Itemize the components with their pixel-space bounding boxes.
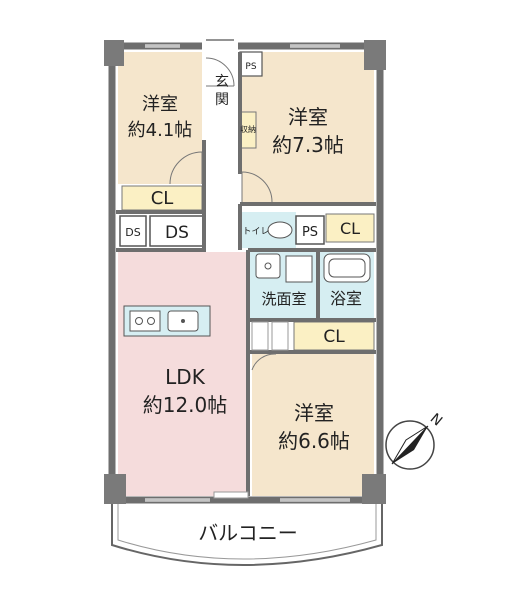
window-frames: [145, 45, 350, 501]
balcony-inner-rail: [117, 500, 377, 560]
closet-se: [293, 321, 375, 351]
ds-small-label: DS: [125, 226, 140, 239]
bedroom-nw-size: 約4.1帖: [128, 120, 193, 141]
cl-se-label: CL: [323, 327, 345, 347]
balcony-outline: [111, 500, 383, 566]
column-nw: [104, 40, 124, 66]
stove-icon: [129, 310, 161, 332]
ds-large-box: [149, 215, 205, 247]
washbasin-icon: [255, 253, 281, 279]
toilet-fixture-icon: [267, 221, 293, 239]
entrance-label-1: 玄: [215, 73, 229, 90]
bathroom-label: 浴室: [330, 289, 362, 308]
balcony-label: バルコニー: [198, 521, 298, 545]
toilet-label: トイレ: [242, 227, 269, 237]
ps-top-label: PS: [245, 62, 256, 72]
entrance-cutout: [202, 38, 238, 52]
ldk-name: LDK: [165, 365, 206, 389]
bedroom-ne-floor: [242, 52, 374, 202]
storage-label: 収納: [240, 124, 256, 134]
ps-mid-label: PS: [302, 225, 318, 240]
bedroom-ne-size: 約7.3帖: [272, 133, 344, 157]
interior-walls: [116, 52, 376, 496]
bedroom-se-floor: [252, 352, 374, 496]
ps-mid-box: [295, 215, 325, 245]
compass-north-label: N: [427, 411, 445, 430]
cl-nw-label: CL: [151, 188, 174, 209]
door-swings: [169, 57, 277, 371]
bedroom-se-name: 洋室: [294, 401, 334, 425]
compass: N: [385, 411, 445, 470]
outer-wall: [108, 42, 384, 504]
bathtub-icon: [323, 253, 371, 283]
washroom-label: 洗面室: [261, 290, 306, 308]
cl-mid-label: CL: [340, 219, 360, 238]
sliding-partitions: [213, 321, 289, 499]
ldk-size: 約12.0帖: [143, 393, 228, 417]
bedroom-nw-floor: [118, 52, 202, 184]
bedroom-ne-name: 洋室: [288, 105, 328, 129]
ldk-floor: [118, 252, 248, 496]
ds-large-label: DS: [165, 223, 189, 243]
column-se: [362, 474, 386, 504]
closet-mid: [325, 213, 375, 243]
bedroom-se-size: 約6.6帖: [278, 429, 350, 453]
washing-machine-icon: [285, 255, 313, 283]
column-ne: [364, 40, 386, 70]
bedroom-nw-name: 洋室: [142, 94, 178, 115]
entrance-label-2: 関: [215, 92, 229, 108]
column-sw: [104, 474, 126, 504]
ds-small-box: [119, 215, 147, 247]
